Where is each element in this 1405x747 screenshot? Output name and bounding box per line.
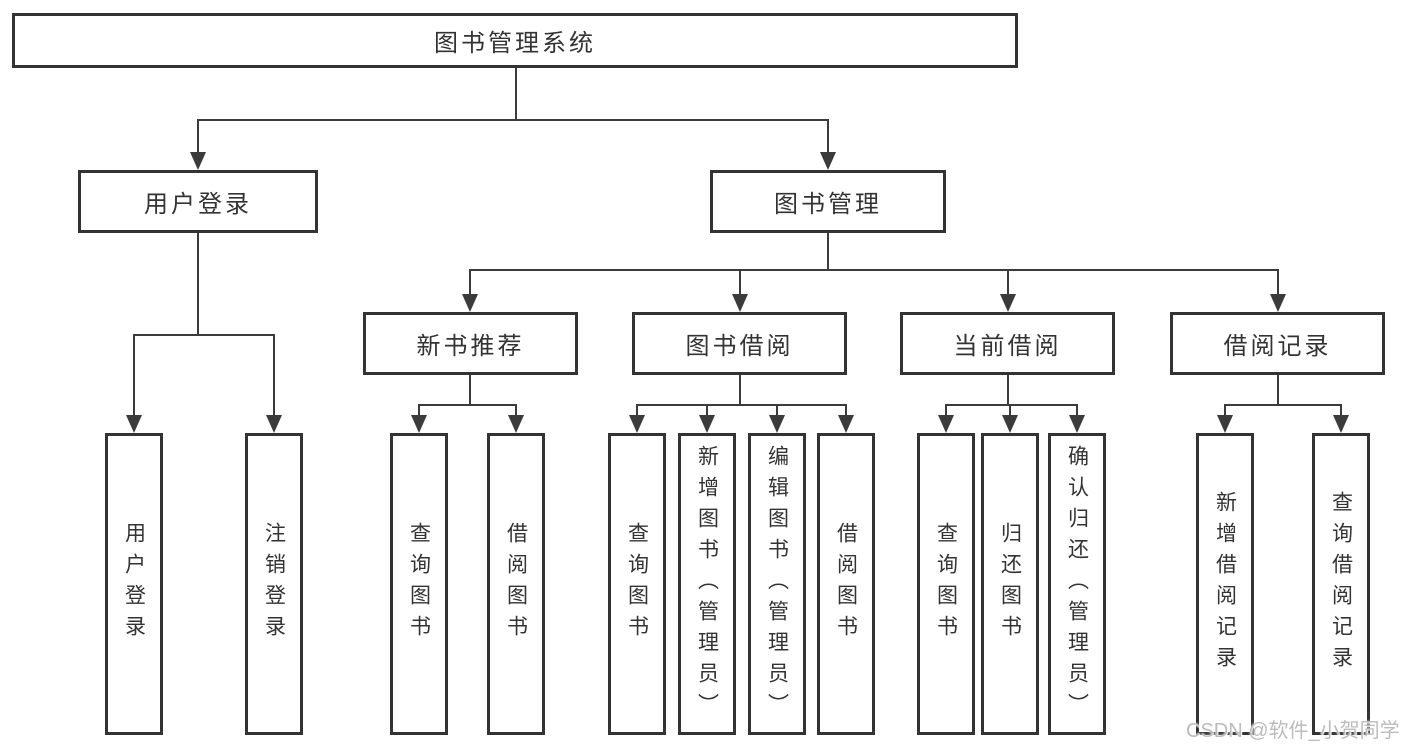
connector-drop-add-book	[706, 404, 708, 417]
node-current-borrowing: 当前借阅	[900, 312, 1115, 375]
node-query-books-3: 查询图书	[917, 433, 975, 735]
connector-drop-borrowing-records	[1277, 269, 1279, 296]
node-return-books: 归还图书	[981, 433, 1039, 735]
connector-drop-return-books	[1009, 404, 1011, 417]
connector-drop-book-management	[827, 119, 829, 155]
arrow-borrow-books-2	[838, 415, 854, 433]
connector-level3-bar	[469, 269, 1279, 271]
connector-book-management-stem	[827, 233, 829, 271]
arrow-login-leaf	[126, 415, 142, 433]
arrow-query-books-1	[411, 415, 427, 433]
node-add-book-admin: 新增图书（管理员）	[678, 433, 736, 735]
node-label: 借阅图书	[504, 522, 528, 646]
node-query-borrow-record: 查询借阅记录	[1312, 433, 1370, 735]
connector-drop-new-book	[469, 269, 471, 296]
node-new-book-recommendation: 新书推荐	[363, 312, 578, 375]
node-label: 新增借阅记录	[1213, 491, 1237, 677]
node-label: 新增图书（管理员）	[695, 444, 719, 724]
connector-book-borrowing-bar	[636, 404, 847, 406]
connector-root-stem	[515, 68, 517, 121]
node-book-management: 图书管理	[710, 170, 946, 233]
arrow-book-borrowing	[732, 294, 748, 312]
arrow-edit-book	[769, 415, 785, 433]
arrow-borrow-books-1	[508, 415, 524, 433]
node-edit-book-admin: 编辑图书（管理员）	[748, 433, 806, 735]
arrow-user-login	[190, 152, 206, 170]
node-add-borrow-record: 新增借阅记录	[1196, 433, 1254, 735]
node-label: 借阅图书	[834, 522, 858, 646]
node-book-borrowing: 图书借阅	[632, 312, 847, 375]
arrow-return-books	[1002, 415, 1018, 433]
arrow-book-management	[820, 152, 836, 170]
connector-user-login-bar	[133, 334, 275, 336]
arrow-query-books-3	[938, 415, 954, 433]
arrow-new-book	[462, 294, 478, 312]
node-query-books-2: 查询图书	[608, 433, 666, 735]
connector-book-borrowing-stem	[739, 375, 741, 406]
arrow-query-record	[1333, 415, 1349, 433]
arrow-confirm-return	[1069, 415, 1085, 433]
node-label: 归还图书	[998, 522, 1022, 646]
node-library-management-system: 图书管理系统	[12, 13, 1018, 68]
node-label: 查询图书	[625, 522, 649, 646]
connector-new-book-stem	[469, 375, 471, 406]
connector-drop-borrow-books-1	[515, 404, 517, 417]
node-user-login-leaf: 用户登录	[105, 433, 163, 735]
connector-drop-confirm-return	[1076, 404, 1078, 417]
watermark-text: CSDN @软件_小贺同学	[1186, 720, 1400, 742]
connector-drop-query-books-2	[636, 404, 638, 417]
connector-drop-logout-leaf	[273, 334, 275, 417]
node-borrow-books-1: 借阅图书	[487, 433, 545, 735]
arrow-current-borrowing	[1000, 294, 1016, 312]
arrow-add-record	[1217, 415, 1233, 433]
connector-borrowing-records-bar	[1224, 404, 1342, 406]
connector-new-book-bar	[418, 404, 517, 406]
connector-drop-login-leaf	[133, 334, 135, 417]
connector-borrowing-records-stem	[1277, 375, 1279, 406]
node-borrow-books-2: 借阅图书	[817, 433, 875, 735]
connector-drop-user-login	[197, 119, 199, 155]
connector-drop-edit-book	[776, 404, 778, 417]
connector-current-borrowing-stem	[1007, 375, 1009, 406]
node-confirm-return-admin: 确认归还（管理员）	[1048, 433, 1106, 735]
node-label: 查询图书	[407, 522, 431, 646]
connector-root-bar	[197, 119, 829, 121]
arrow-borrowing-records	[1270, 294, 1286, 312]
node-label: 查询借阅记录	[1329, 491, 1353, 677]
node-label: 注销登录	[262, 522, 286, 646]
node-label: 编辑图书（管理员）	[765, 444, 789, 724]
node-logout: 注销登录	[245, 433, 303, 735]
connector-drop-current-borrowing	[1007, 269, 1009, 296]
connector-drop-query-record	[1340, 404, 1342, 417]
connector-drop-borrow-books-2	[845, 404, 847, 417]
node-borrowing-records: 借阅记录	[1170, 312, 1385, 375]
connector-user-login-stem	[197, 233, 199, 336]
node-user-login: 用户登录	[78, 170, 318, 233]
connector-drop-query-books-1	[418, 404, 420, 417]
arrow-query-books-2	[629, 415, 645, 433]
connector-drop-query-books-3	[945, 404, 947, 417]
node-label: 用户登录	[122, 522, 146, 646]
arrow-add-book	[699, 415, 715, 433]
connector-current-borrowing-bar	[945, 404, 1078, 406]
node-query-books-1: 查询图书	[390, 433, 448, 735]
node-label: 查询图书	[934, 522, 958, 646]
arrow-logout-leaf	[266, 415, 282, 433]
node-label: 确认归还（管理员）	[1065, 444, 1089, 724]
connector-drop-add-record	[1224, 404, 1226, 417]
connector-drop-book-borrowing	[739, 269, 741, 296]
